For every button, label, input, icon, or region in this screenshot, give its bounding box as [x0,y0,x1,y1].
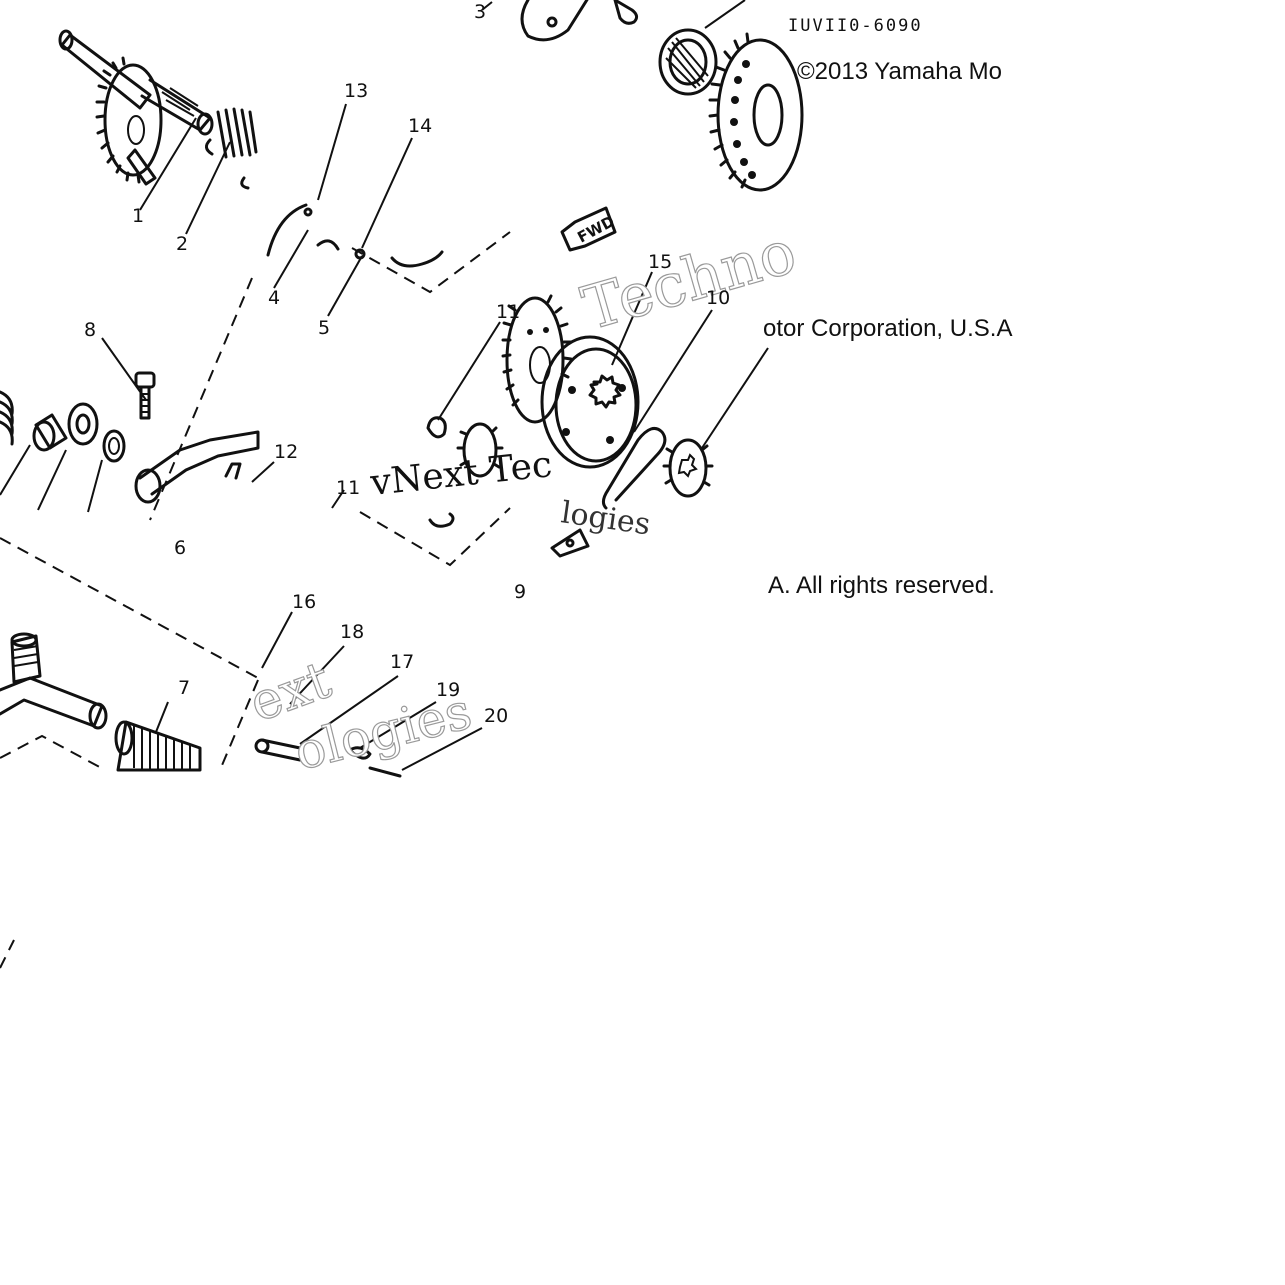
callout-6: 6 [174,537,186,559]
bracket-part [550,528,590,558]
return-spring-part [0,390,14,446]
callout-17: 17 [390,651,414,673]
callout-8: 8 [84,319,96,341]
pin-parts [254,738,402,778]
callout-13: 13 [344,80,368,102]
kick-pedal-rubber-part [114,720,202,772]
ratchet-gear-part [95,56,163,186]
drive-sprocket-part [662,438,714,498]
shim-part [428,512,455,528]
dashed-guide-top [351,231,511,294]
dashed-guide-left [149,277,253,521]
plate-washer-part [266,203,366,260]
callout-11-a: 11 [496,301,520,323]
dashed-guide-box [0,734,106,771]
callout-1: 1 [132,205,144,227]
starter-housing-part [520,0,639,42]
callout-11-b: 11 [336,477,360,499]
dashed-guide-box-low [0,939,15,969]
watermark-vnext: vNext Tec [368,444,554,504]
callout-15: 15 [648,251,672,273]
kick-spring-part [205,107,258,190]
callout-16: 16 [292,591,316,613]
callout-12: 12 [274,441,298,463]
callout-9: 9 [514,581,526,603]
callout-19: 19 [436,679,460,701]
copyright-line-1: ©2013 Yamaha Mo [797,58,1002,85]
one-way-clutch-part [540,335,640,469]
small-gear-part [456,422,504,478]
needle-bearing-part [658,28,718,96]
bushing-part [32,402,126,463]
dashed-guide-6 [0,537,259,679]
callout-18: 18 [340,621,364,643]
dashed-guide-8 [219,679,259,771]
drawing-code: IUVII0-6090 [788,16,923,36]
callout-7: 7 [178,677,190,699]
kick-lever-part [0,632,108,730]
bolt-part [134,371,156,420]
callout-3: 3 [474,1,486,23]
callout-20: 20 [484,705,508,727]
idle-gear-part [501,294,573,424]
dashed-guide-mid [359,507,511,567]
callout-2: 2 [176,233,188,255]
fwd-arrow-tag: FWD [560,206,618,252]
callout-10: 10 [706,287,730,309]
copyright-line-2: otor Corporation, U.S.A [763,315,1012,342]
callout-14: 14 [408,115,432,137]
circlip-part [601,426,667,510]
kick-shaft-part [58,29,214,136]
callout-4: 4 [268,287,280,309]
starter-wheel-gear-part [708,32,804,192]
callout-5: 5 [318,317,330,339]
thrust-washer-part [426,416,447,439]
callout-labels: 1 2 3 4 5 6 7 8 9 10 11 11 12 13 14 15 1… [84,1,730,727]
gasket-outline [390,250,444,268]
copyright-line-3: A. All rights reserved. [768,572,995,599]
kick-crank-part [134,430,260,504]
